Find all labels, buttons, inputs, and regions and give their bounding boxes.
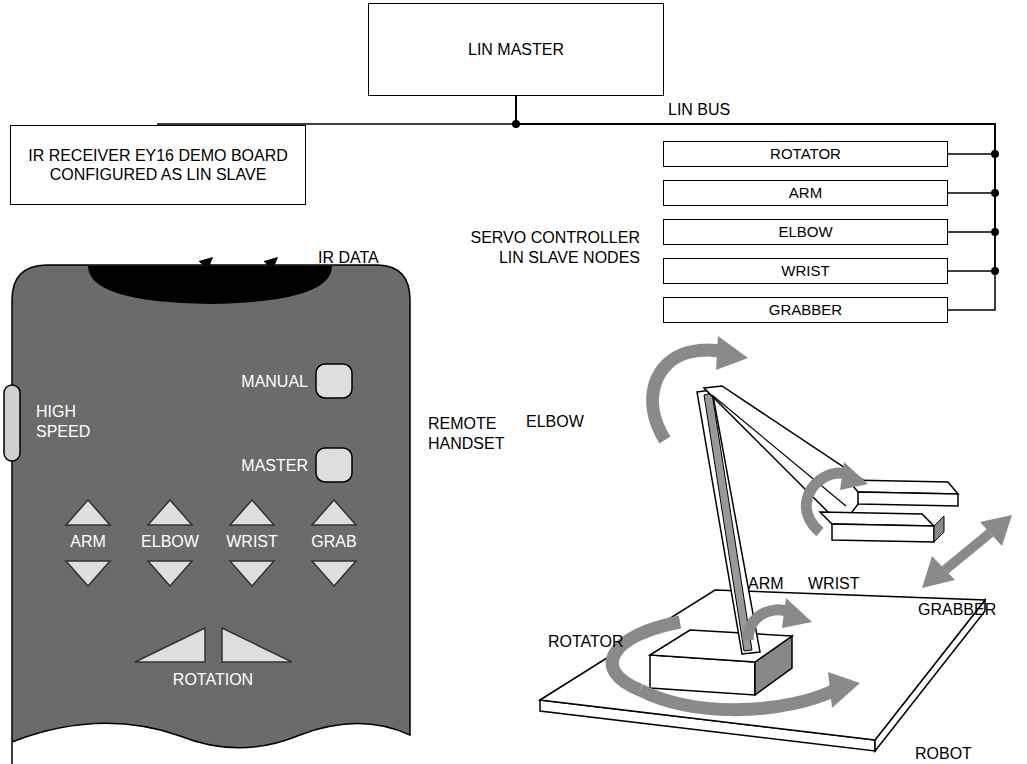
receiver-box: IR RECEIVER EY16 DEMO BOARD CONFIGURED A… — [10, 125, 306, 205]
grabber-jaw — [832, 524, 934, 542]
part-label: ARM — [748, 574, 798, 594]
junction-dot — [991, 150, 999, 158]
down-key — [230, 561, 274, 586]
arm-strut — [704, 393, 752, 651]
servo-box: ARM — [663, 180, 948, 206]
up-key — [312, 500, 356, 525]
rotator-arc — [640, 690, 835, 710]
node-text: ROTATOR — [770, 145, 841, 163]
button-label: ARM — [48, 532, 128, 552]
part-label: ROBOT — [915, 744, 995, 764]
bus-wire — [516, 96, 995, 310]
bus-wire — [516, 96, 995, 193]
upper-arm-edge — [712, 395, 846, 506]
grabber-arrow — [945, 533, 990, 570]
up-key — [66, 500, 110, 525]
junction-dot — [512, 120, 520, 128]
elbow-arc — [653, 350, 722, 440]
elbow-arrowhead — [716, 336, 748, 370]
node-text: GRABBER — [769, 301, 842, 319]
part-label: REMOTE HANDSET — [428, 414, 518, 454]
rotate-right-key — [222, 628, 292, 662]
bus-wire — [158, 96, 516, 125]
button-label: MANUAL — [200, 372, 308, 392]
servo-box: ELBOW — [663, 219, 948, 245]
button-label: ROTATION — [153, 670, 273, 690]
handset-body — [12, 265, 410, 764]
rotator-arrowhead — [828, 672, 860, 708]
junction-dot — [991, 228, 999, 236]
junction-dot — [991, 267, 999, 275]
part-label: WRIST — [808, 574, 878, 594]
arm-arrowhead — [782, 598, 812, 628]
down-key — [148, 561, 192, 586]
servo-box: ROTATOR — [663, 141, 948, 167]
button-label: MASTER — [200, 456, 308, 476]
servo-box: GRABBER — [663, 297, 948, 323]
button-label: ELBOW — [130, 532, 210, 552]
node-text: IR RECEIVER EY16 DEMO BOARD CONFIGURED A… — [17, 146, 299, 184]
master-box: LIN MASTER — [368, 3, 664, 96]
down-key — [312, 561, 356, 586]
node-text: LIN MASTER — [468, 40, 564, 59]
node-text: WRIST — [781, 262, 829, 280]
button-label: GRAB — [294, 532, 374, 552]
base-block — [650, 630, 792, 662]
speed-button — [4, 385, 20, 461]
button-label: HIGH SPEED — [36, 402, 106, 442]
rotate-left-key — [135, 628, 205, 662]
manual-button — [316, 364, 352, 398]
button-label: WRIST — [212, 532, 292, 552]
part-label: ELBOW — [526, 412, 596, 432]
grabber-jaw — [858, 492, 958, 506]
signal-label: IR DATA — [318, 248, 408, 268]
wrist-arrowhead — [840, 462, 868, 490]
bus-label: LIN BUS — [668, 100, 748, 120]
part-label: GRABBER — [918, 600, 1018, 620]
servo-box: WRIST — [663, 258, 948, 284]
ir-window — [88, 266, 332, 304]
part-label: ROTATOR — [548, 632, 638, 652]
up-key — [230, 500, 274, 525]
upper-arm — [704, 386, 872, 524]
group-label: SERVO CONTROLLER LIN SLAVE NODES — [470, 228, 640, 268]
junction-dot — [991, 189, 999, 197]
grabber-arrowhead — [980, 515, 1012, 546]
node-text: ARM — [789, 184, 822, 202]
master-button — [316, 448, 352, 482]
grabber-jaw — [934, 516, 944, 542]
up-key — [148, 500, 192, 525]
grabber-arrowhead — [922, 556, 955, 588]
bus-wire — [516, 96, 995, 232]
down-key — [66, 561, 110, 586]
node-text: ELBOW — [778, 223, 832, 241]
